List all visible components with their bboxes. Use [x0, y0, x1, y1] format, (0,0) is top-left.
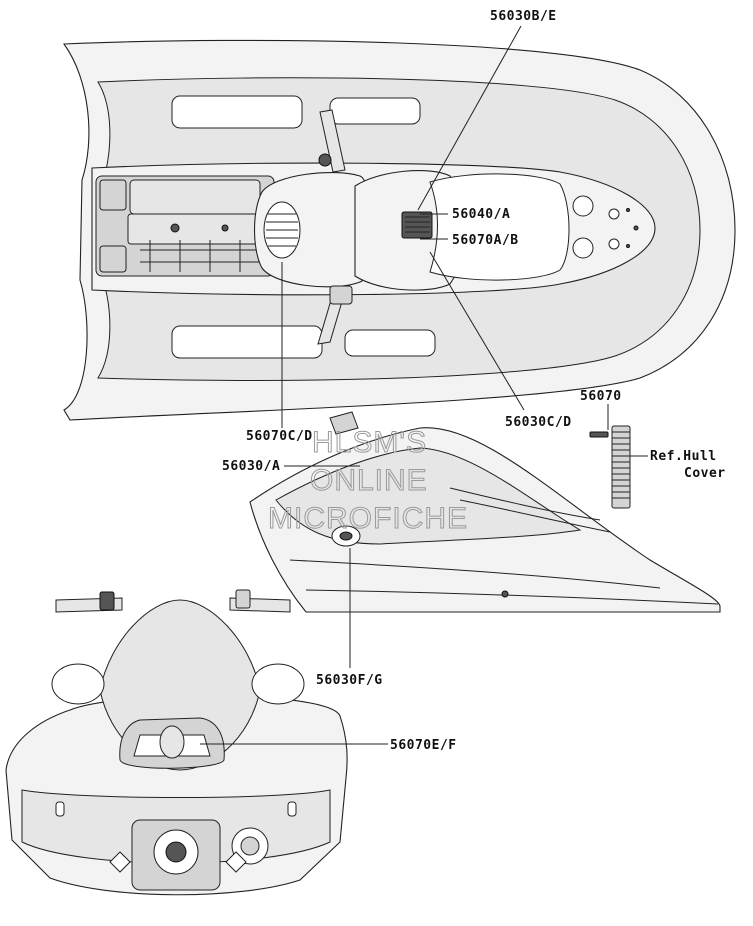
label-56070c-d: 56070C/D [246, 429, 313, 444]
watermark-line-2: ONLINE [310, 464, 428, 497]
label-ref-hull: Ref.Hull [650, 449, 717, 464]
label-56070: 56070 [580, 389, 622, 404]
label-56030-a: 56030/A [222, 459, 280, 474]
label-56070e-f: 56070E/F [390, 738, 457, 753]
label-56070a-b: 56070A/B [452, 233, 519, 248]
side-view-hull [249, 411, 721, 613]
watermark-line-3: MICROFICHE [268, 502, 468, 535]
leader-lines [200, 25, 648, 745]
label-56030b-e: 56030B/E [490, 9, 557, 24]
watermark: HLSM'S ONLINE MICROFICHE [268, 426, 468, 536]
rear-view-hull [5, 589, 348, 896]
top-view-hull [62, 39, 736, 421]
decal-part-56070 [589, 425, 631, 509]
part-labels: 56030B/E 56040/A 56070A/B 56030C/D 56070… [222, 9, 726, 753]
label-56030c-d: 56030C/D [505, 415, 572, 430]
label-56040-a: 56040/A [452, 207, 510, 222]
label-cover: Cover [684, 466, 726, 481]
watermark-line-1: HLSM'S [312, 426, 427, 459]
label-56030f-g: 56030F/G [316, 673, 383, 688]
